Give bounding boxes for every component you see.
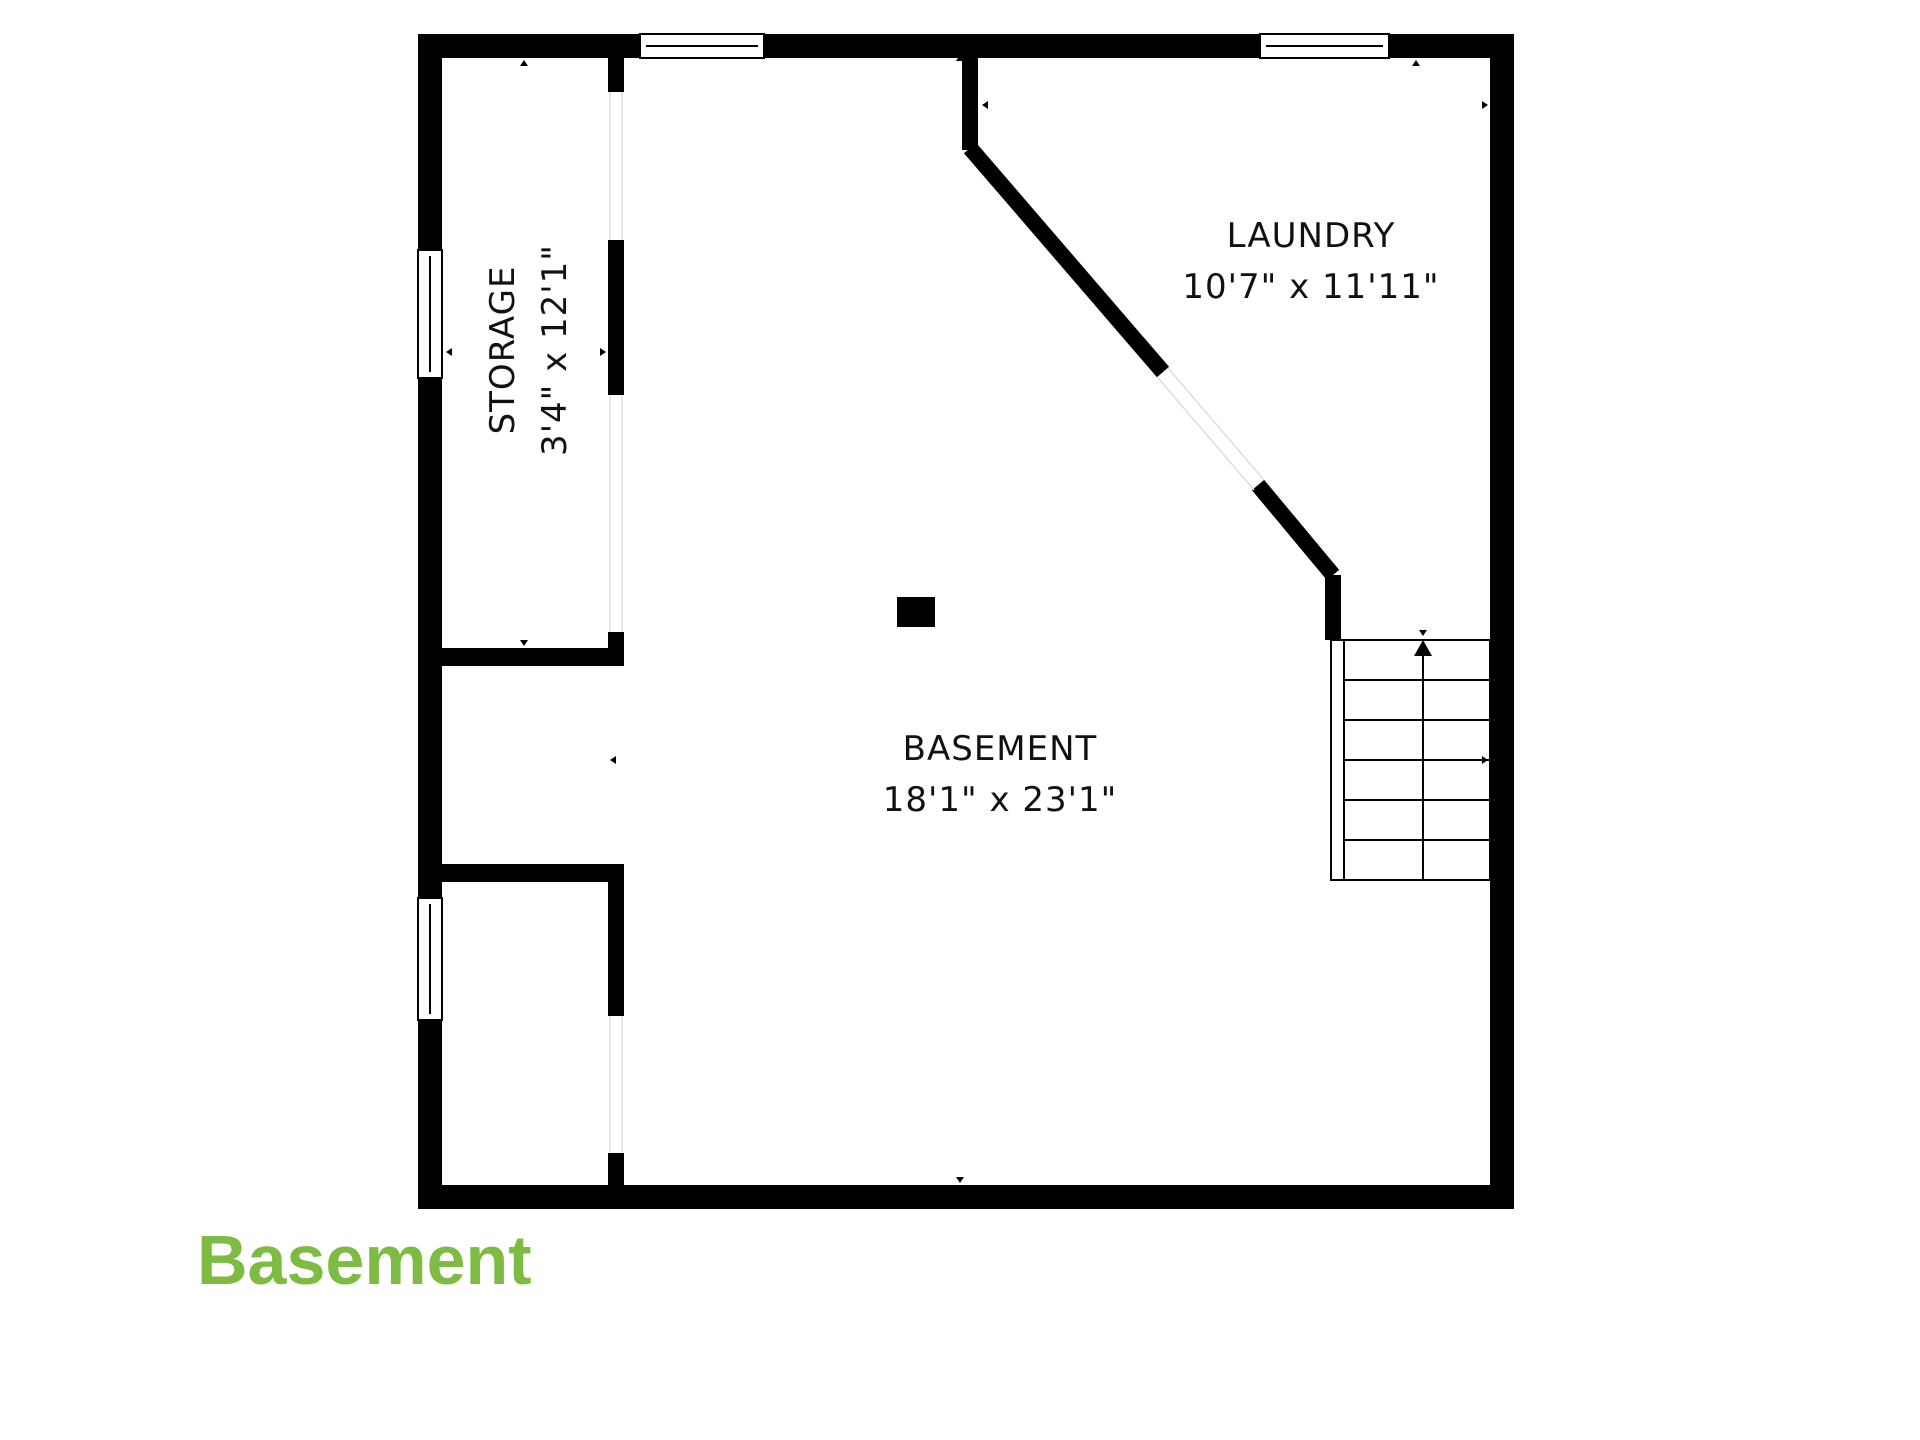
room-basement-dimensions: 18'1" x 23'1" xyxy=(883,780,1118,820)
room-storage-name: STORAGE xyxy=(483,266,523,435)
room-storage-dimensions: 3'4" x 12'1" xyxy=(535,244,575,456)
room-laundry-name: LAUNDRY xyxy=(1227,216,1396,256)
stairs xyxy=(1330,639,1491,881)
room-storage: STORAGE 3'4" x 12'1" xyxy=(483,244,575,456)
support-column xyxy=(897,597,935,627)
room-basement-name: BASEMENT xyxy=(903,729,1098,769)
measurement-markers xyxy=(446,55,1488,1183)
interior-walls xyxy=(442,58,1341,1185)
outer-walls xyxy=(418,34,1514,1209)
door-openings xyxy=(609,92,1265,1153)
room-laundry: LAUNDRY 10'7" x 11'11" xyxy=(1182,216,1439,307)
window-left-upper xyxy=(417,249,443,379)
windows xyxy=(417,33,1390,1021)
window-top-right xyxy=(1259,33,1390,59)
window-top-left xyxy=(639,33,765,59)
room-basement: BASEMENT 18'1" x 23'1" xyxy=(883,729,1118,820)
floor-title: Basement xyxy=(197,1221,532,1299)
window-left-lower xyxy=(417,897,443,1021)
stair-direction-arrow-icon xyxy=(1414,640,1432,656)
room-laundry-dimensions: 10'7" x 11'11" xyxy=(1182,267,1439,307)
laundry-diagonal-wall-lower xyxy=(1251,479,1340,581)
laundry-diagonal-wall-upper xyxy=(963,142,1170,378)
